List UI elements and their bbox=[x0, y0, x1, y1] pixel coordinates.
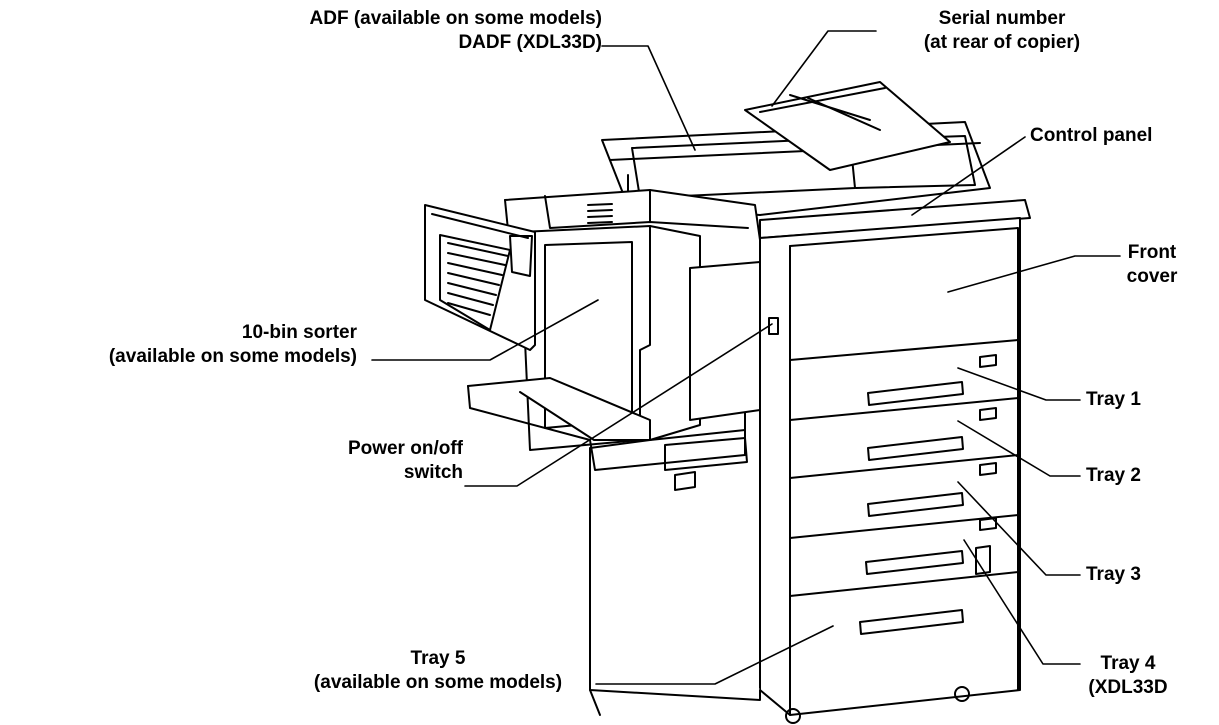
callout-power-line1: Power on/off bbox=[347, 438, 463, 459]
leader-adf bbox=[601, 45, 696, 151]
callout-tray3-line1: Tray 3 bbox=[1086, 564, 1141, 585]
leader-serial bbox=[771, 30, 877, 107]
callout-sorter-line1: 10-bin sorter bbox=[241, 322, 357, 343]
leader-control bbox=[911, 136, 1026, 216]
callout-sorter-line2: (available on some models) bbox=[108, 346, 357, 367]
callout-tray3: Tray 3 bbox=[1086, 563, 1141, 587]
callout-power-switch: Power on/off switch bbox=[348, 437, 463, 485]
leader-front bbox=[947, 255, 1121, 293]
callout-front-cover: Front cover bbox=[1112, 241, 1192, 289]
callout-tray4-line1: Tray 4 bbox=[1100, 653, 1156, 674]
sorter-housing bbox=[467, 189, 779, 716]
callout-power-line2: switch bbox=[403, 462, 463, 483]
callout-tray5-line1: Tray 5 bbox=[410, 648, 466, 669]
callout-front-line1: Front bbox=[1127, 242, 1177, 263]
document-feeder bbox=[601, 81, 991, 216]
callout-sorter: 10-bin sorter (available on some models) bbox=[109, 321, 357, 369]
callout-serial-number: Serial number (at rear of copier) bbox=[882, 7, 1122, 55]
leader-tray1 bbox=[957, 367, 1081, 401]
leader-tray5 bbox=[595, 625, 834, 685]
callout-tray4: Tray 4 (XDL33D bbox=[1082, 652, 1174, 700]
callout-tray5-line2: (available on some models) bbox=[313, 672, 563, 693]
leader-sorter bbox=[371, 299, 599, 361]
callout-front-line2: cover bbox=[1126, 266, 1178, 287]
callout-control-line1: Control panel bbox=[1030, 125, 1153, 146]
callout-tray2-line1: Tray 2 bbox=[1086, 465, 1141, 486]
callout-serial-line2: (at rear of copier) bbox=[923, 32, 1081, 53]
callout-adf-line1: ADF (available on some models) bbox=[309, 8, 602, 29]
callout-tray2: Tray 2 bbox=[1086, 464, 1141, 488]
leader-lines bbox=[371, 30, 1121, 685]
leader-tray4 bbox=[963, 539, 1081, 665]
leader-power bbox=[464, 323, 773, 487]
leader-tray2 bbox=[957, 420, 1081, 477]
ten-bin-sorter bbox=[424, 204, 536, 351]
callout-adf-line2: DADF (XDL33D) bbox=[458, 32, 602, 53]
copier-body bbox=[759, 199, 1031, 724]
callout-tray1-line1: Tray 1 bbox=[1086, 389, 1141, 410]
callout-control-panel: Control panel bbox=[1030, 124, 1152, 148]
callout-tray1: Tray 1 bbox=[1086, 388, 1141, 412]
callout-tray5: Tray 5 (available on some models) bbox=[288, 647, 588, 695]
callout-tray4-line2: (XDL33D bbox=[1088, 677, 1168, 698]
leader-tray3 bbox=[957, 481, 1081, 576]
callout-adf: ADF (available on some models) DADF (XDL… bbox=[310, 7, 602, 55]
callout-serial-line1: Serial number bbox=[938, 8, 1066, 29]
